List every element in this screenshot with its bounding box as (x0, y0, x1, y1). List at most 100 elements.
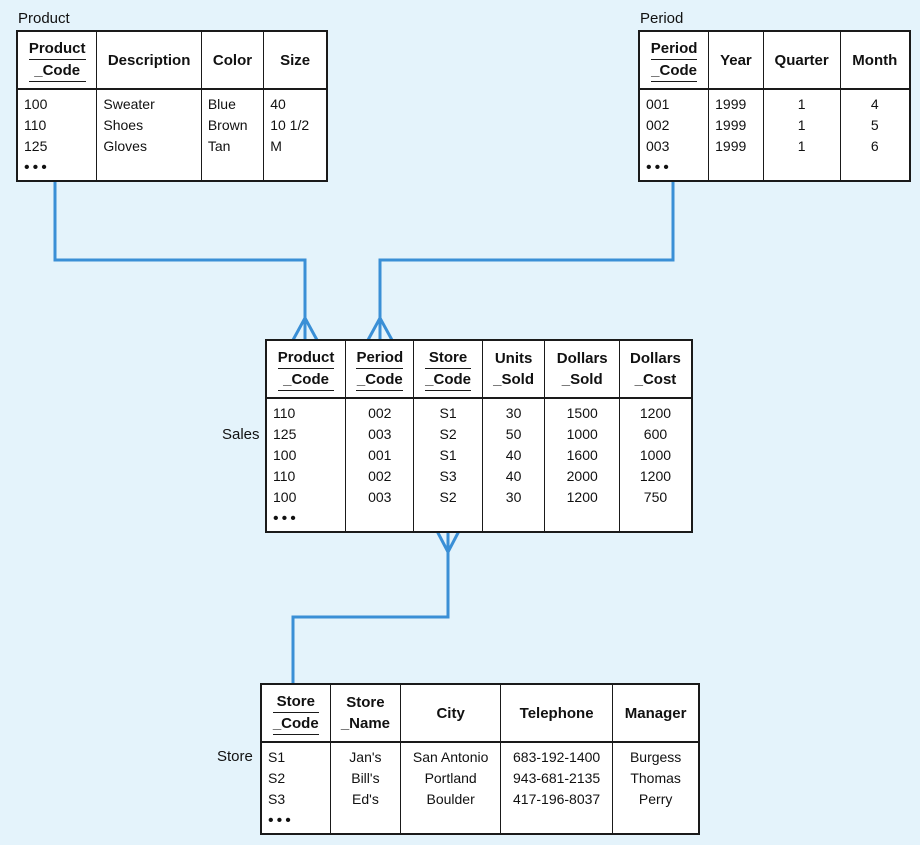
period-cell: 1 (797, 117, 806, 133)
sales-cell: 40 (505, 447, 522, 463)
sales-cell: 1000 (566, 426, 598, 442)
primary-key-header: Store_Code (425, 347, 471, 391)
sales-column-4: 1500 1000 1600 2000 1200 (544, 398, 620, 532)
product-cell: Sweater (103, 96, 155, 112)
sales-cell: 125 (273, 426, 297, 442)
store-cell: Boulder (426, 791, 475, 807)
product-cell: 100 (24, 96, 48, 112)
store-cell: S3 (268, 791, 286, 807)
store-header-4: Manager (612, 684, 700, 743)
sales-cell: 110 (273, 468, 296, 484)
primary-key-header: Product_Code (277, 347, 335, 391)
product-cell: 10 1/2 (270, 117, 310, 133)
store-header-3: Telephone (499, 684, 614, 743)
store-cell: Burgess (629, 749, 682, 765)
store-header-1: Store_Name (329, 684, 402, 743)
sales-cell: 40 (505, 468, 522, 484)
sales-header-0: Product_Code (265, 340, 347, 399)
sales-cell: 1600 (566, 447, 598, 463)
sales-cell: S1 (439, 447, 457, 463)
sales-cell: S2 (439, 426, 457, 442)
sales-cell: 100 (273, 447, 297, 463)
store-cell: San Antonio (412, 749, 489, 765)
product-cell: Tan (207, 138, 231, 154)
product-header-2: Color (200, 31, 265, 90)
sales-cell: 1200 (566, 489, 598, 505)
product-cell: Gloves (103, 138, 147, 154)
period-header-1: Year (708, 31, 764, 90)
sales-header-4: Dollars_Sold (544, 340, 620, 399)
sales-cell: 2000 (566, 468, 598, 484)
sales-cell: 1500 (566, 405, 598, 421)
store-cell: S1 (268, 749, 286, 765)
sales-cell: 50 (505, 426, 522, 442)
sales-cell: 110 (273, 405, 296, 421)
period-cell: 1 (797, 96, 806, 112)
sales-cell: 003 (368, 426, 392, 442)
period-table-label: Period (640, 10, 684, 27)
period-cell: 1 (797, 138, 806, 154)
sales-cell: S3 (439, 468, 457, 484)
period-cell: 003 (646, 138, 670, 154)
store-cell: 683-192-1400 (513, 749, 601, 765)
period-header-2: Quarter (762, 31, 841, 90)
sales-cell: 1000 (639, 447, 672, 463)
product-cell: Shoes (103, 117, 144, 133)
period-header-3: Month (839, 31, 911, 90)
sales-column-3: 30 50 40 40 30 (481, 398, 546, 532)
sales-cell: 001 (368, 447, 392, 463)
product-header-0: Product_Code (16, 31, 98, 90)
sales-column-1: 002 003 001 002 003 (345, 398, 415, 532)
more-rows-ellipsis: ••• (268, 812, 294, 829)
period-cell: 002 (646, 117, 670, 133)
sales-cell: 1200 (639, 405, 672, 421)
primary-key-header: Period_Code (356, 347, 404, 391)
period-column-0: 001 002 003 ••• (638, 89, 710, 181)
store-cell: Jan's (349, 749, 382, 765)
product-cell: Brown (207, 117, 248, 133)
store-cell: 417-196-8037 (513, 791, 601, 807)
store-table-label: Store (217, 748, 253, 765)
primary-key-header: Period_Code (650, 38, 698, 82)
sales-cell: 30 (505, 405, 522, 421)
sales-cell: 002 (368, 405, 392, 421)
store-cell: S2 (268, 770, 286, 786)
sales-cell: 750 (643, 489, 668, 505)
product-header-1: Description (96, 31, 202, 90)
sales-header-1: Period_Code (345, 340, 415, 399)
period-cell: 001 (646, 96, 670, 112)
period-header-0: Period_Code (638, 31, 710, 90)
sales-header-3: Units_Sold (481, 340, 546, 399)
sales-cell: 002 (368, 468, 392, 484)
sales-cell: 100 (273, 489, 297, 505)
period-sales-crowfoot (366, 314, 394, 341)
product-header-3: Size (263, 31, 328, 90)
sales-cell: S1 (439, 405, 457, 421)
primary-key-header: Product_Code (28, 38, 86, 82)
store-sales-connector (291, 531, 450, 684)
sales-cell: 30 (505, 489, 522, 505)
sales-cell: 003 (368, 489, 392, 505)
sales-cell: 1200 (639, 468, 672, 484)
more-rows-ellipsis: ••• (646, 159, 672, 176)
store-header-2: City (400, 684, 501, 743)
product-sales-crowfoot (291, 314, 319, 341)
period-cell: 5 (870, 117, 879, 133)
store-sales-crowfoot (435, 530, 461, 556)
period-sales-connector (378, 181, 675, 340)
product-cell: M (270, 138, 282, 154)
